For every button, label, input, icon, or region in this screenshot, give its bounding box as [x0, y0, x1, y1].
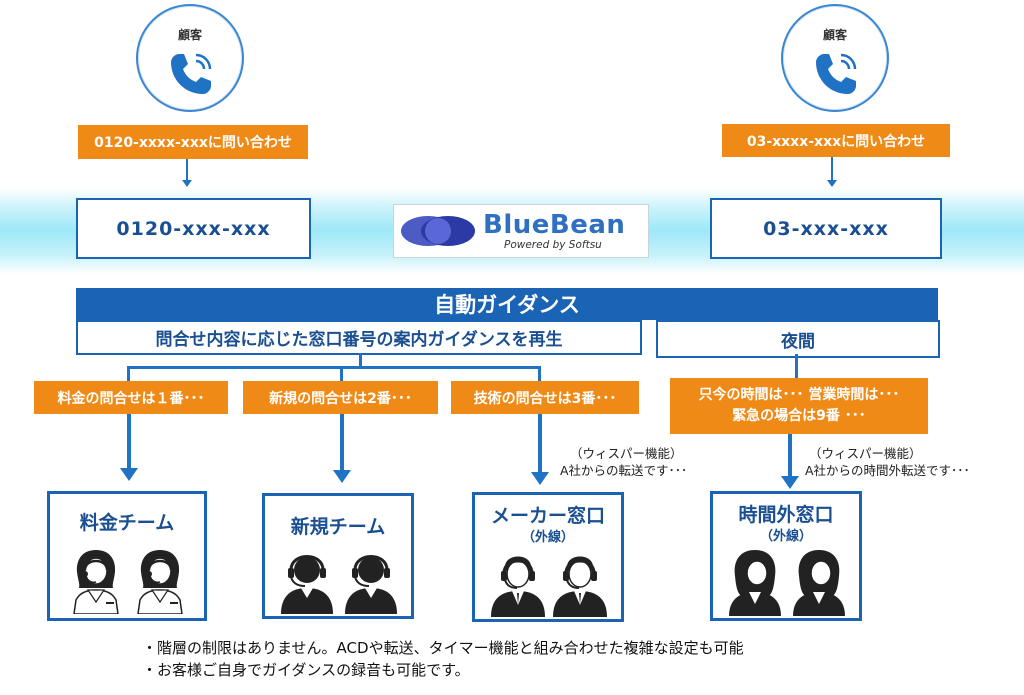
whisper-note-1-line1: （ウィスパー機能） [570, 446, 683, 461]
option-tech: 技術の問合せは3番･･･ [451, 381, 639, 414]
whisper-note-2-line1: （ウィスパー機能） [809, 446, 922, 461]
footer-note-1: ・階層の制限はありません。ACDや転送、タイマー機能と組み合わせた複雑な設定も可… [142, 639, 744, 657]
bluebean-logo: BlueBean Powered by Softsu [393, 204, 649, 258]
guidance-night: 夜間 [656, 320, 940, 358]
logo-tagline: Powered by Softsu [504, 239, 602, 251]
phone-icon [816, 53, 857, 94]
arrow-head [781, 476, 799, 489]
bean-logo-icon [401, 216, 475, 246]
arrow-line [340, 414, 344, 472]
connector-line [127, 366, 541, 369]
option-night-line2: 緊急の場合は9番 ･･･ [732, 408, 866, 424]
arrow-line [186, 159, 188, 183]
connector-line [795, 354, 798, 378]
female-operator-icon [729, 550, 845, 616]
team-maker-sub: （外線） [521, 530, 574, 545]
team-afterhours: 時間外窓口 （外線） [710, 491, 862, 621]
arrow-line [831, 157, 833, 183]
team-maker-name: メーカー窓口 [490, 505, 605, 527]
team-maker: メーカー窓口 （外線） [472, 492, 624, 622]
connector-line [127, 366, 130, 382]
guidance-left-sub: 問合せ内容に応じた窓口番号の案内ガイダンスを再生 [76, 320, 642, 355]
team-billing-name: 料金チーム [79, 512, 175, 534]
call-right-label: 03-xxxx-xxxに問い合わせ [722, 124, 950, 157]
team-billing: 料金チーム [47, 491, 207, 621]
customer-left-label: 顧客 [177, 28, 202, 42]
whisper-note-1: （ウィスパー機能） A社からの転送です･･･ [560, 445, 687, 479]
option-billing: 料金の問合せは１番･･･ [34, 381, 228, 414]
team-new-name: 新規チーム [290, 516, 386, 538]
number-box-right: 03-xxx-xxx [710, 198, 942, 259]
connector-line [359, 353, 362, 367]
whisper-note-2-line2: A社からの時間外転送です･･･ [805, 463, 970, 478]
option-night-line1: 只今の時間は･･･ 営業時間は･･･ [698, 387, 900, 403]
connector-line [340, 366, 343, 382]
customer-right: 顧客 [781, 4, 889, 112]
option-new: 新規の問合せは2番･･･ [243, 381, 438, 414]
customer-right-label: 顧客 [822, 28, 847, 42]
arrow-head [531, 472, 549, 485]
call-left-label: 0120-xxxx-xxxに問い合わせ [78, 125, 308, 159]
option-night: 只今の時間は･･･ 営業時間は･･･ 緊急の場合は9番 ･･･ [670, 378, 928, 434]
arrow-line [788, 434, 792, 478]
team-new: 新規チーム [262, 493, 414, 619]
whisper-note-2: （ウィスパー機能） A社からの時間外転送です･･･ [805, 445, 970, 479]
operator-icon [281, 555, 397, 614]
arrow-head [333, 470, 351, 483]
arrow-head [827, 180, 837, 187]
arrow-line [538, 414, 542, 474]
male-operator-icon [491, 556, 607, 617]
arrow-line [127, 414, 131, 470]
arrow-head [182, 180, 192, 187]
logo-name: BlueBean [483, 210, 626, 240]
number-box-left: 0120-xxx-xxx [76, 198, 311, 259]
guidance-title: 自動ガイダンス [76, 288, 938, 320]
arrow-head [120, 468, 138, 481]
footer-note-2: ・お客様ご自身でガイダンスの録音も可能です。 [142, 661, 470, 679]
female-operator-icon [73, 550, 183, 614]
team-afterhours-name: 時間外窓口 [738, 504, 834, 526]
phone-icon [171, 53, 212, 94]
whisper-note-1-line2: A社からの転送です･･･ [560, 463, 688, 478]
customer-left: 顧客 [136, 4, 244, 112]
connector-line [538, 366, 541, 382]
team-afterhours-sub: （外線） [759, 529, 812, 544]
